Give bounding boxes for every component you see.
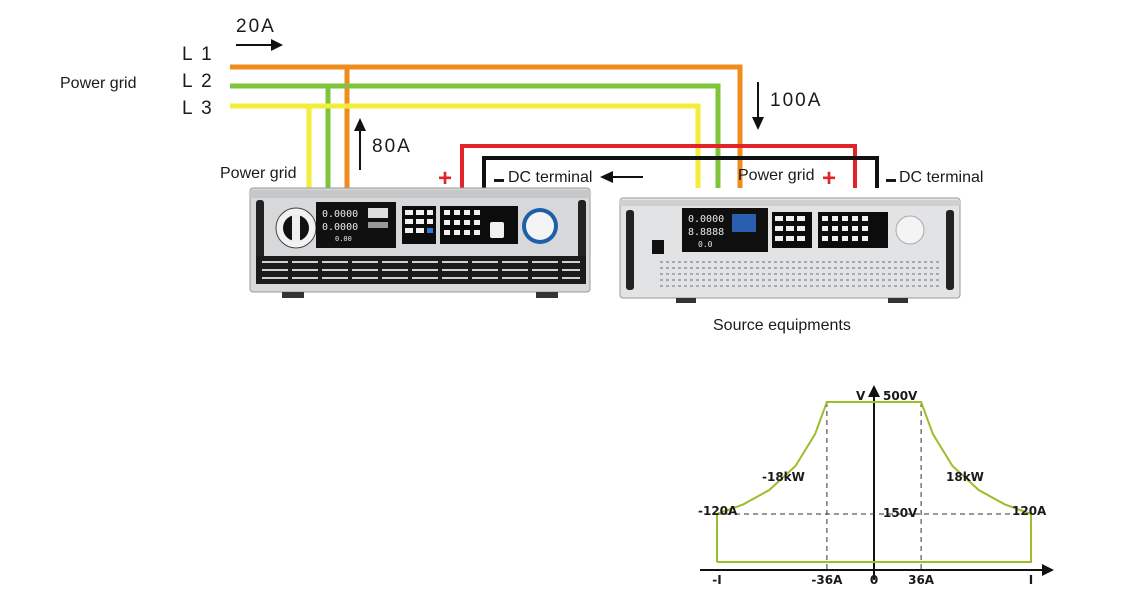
right-device: 0.0000 8.8888 0.0 <box>619 197 961 303</box>
left-display-line1: 0.0000 <box>322 209 358 220</box>
phase-l2-wire <box>230 83 721 188</box>
x-tick-label-0: -I <box>712 573 721 587</box>
right-display-line2: 8.8888 <box>688 227 724 238</box>
i-neg-label: -120A <box>698 504 738 518</box>
y-axis-label: V <box>856 389 866 403</box>
source-caption: Source equipments <box>713 317 851 334</box>
vi-envelope-curve <box>716 401 1032 563</box>
dc-negative-wire <box>482 156 879 188</box>
chart-guides <box>717 402 1031 570</box>
plus-sign-left: + <box>438 165 452 192</box>
current-down-label: 100A <box>770 90 822 111</box>
x-tick-label-2: 0 <box>870 573 878 587</box>
phase-l3-wire <box>230 103 701 188</box>
dc-terminal-right-label: DC terminal <box>899 169 983 186</box>
power-pos-label: 18kW <box>946 470 984 484</box>
v-min-label: 150V <box>883 506 918 520</box>
power-grid-unit2-label: Power grid <box>738 167 814 184</box>
vi-chart: V 500V 150V -18kW 18kW -120A 120A -I -36A… <box>698 385 1054 587</box>
power-grid-left-label: Power grid <box>60 75 136 92</box>
x-tick-label-3: 36A <box>908 573 935 587</box>
power-grid-unit1-label: Power grid <box>220 165 296 182</box>
x-tick-label-4: I <box>1029 573 1033 587</box>
left-display-line2: 0.0000 <box>322 222 358 233</box>
dc-positive-wire <box>460 144 857 188</box>
right-display-line1: 0.0000 <box>688 214 724 225</box>
left-display-line3: 0.00 <box>335 235 352 243</box>
dc-terminal-left-label: DC terminal <box>508 169 592 186</box>
x-tick-labels: -I -36A 0 36A I <box>712 573 1033 587</box>
minus-sign-left: ▬ <box>494 174 504 185</box>
dc-flow-arrowhead <box>600 171 613 183</box>
power-neg-label: -18kW <box>762 470 805 484</box>
current-in-label: 20A <box>236 16 276 37</box>
minus-sign-right: ▬ <box>886 174 896 185</box>
right-encoder-knob[interactable] <box>895 215 925 245</box>
current-up-label: 80A <box>372 136 412 157</box>
current-up-arrowhead <box>354 118 366 131</box>
i-pos-label: 120A <box>1012 504 1047 518</box>
line-l3-label: L 3 <box>182 98 214 119</box>
right-display-line3: 0.0 <box>698 240 713 249</box>
line-l2-label: L 2 <box>182 71 214 92</box>
v-max-label: 500V <box>883 389 918 403</box>
x-tick-label-1: -36A <box>811 573 843 587</box>
current-down-arrowhead <box>752 117 764 130</box>
y-axis-arrowhead <box>868 385 880 397</box>
left-device: 0.0000 0.0000 0.00 <box>249 187 591 298</box>
plus-sign-right: + <box>822 165 836 192</box>
current-in-arrowhead <box>271 39 283 51</box>
line-l1-label: L 1 <box>182 44 214 65</box>
x-axis-arrowhead <box>1042 564 1054 576</box>
